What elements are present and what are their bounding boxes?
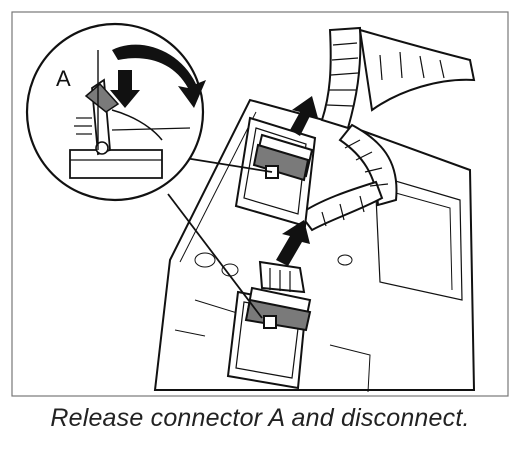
- callout-label-a: A: [56, 66, 71, 91]
- lower-release-tab: [244, 298, 312, 332]
- detail-circle: A: [25, 22, 206, 202]
- figure-caption: Release connector A and disconnect.: [50, 404, 470, 432]
- lower-connector: [226, 260, 312, 390]
- upper-release-tab: [252, 143, 310, 182]
- connector-diagram: A: [11, 11, 509, 397]
- rotate-arrow: [112, 44, 206, 108]
- upper-pull-arrow: [290, 96, 318, 136]
- press-down-arrow: [110, 70, 140, 108]
- wiring-harness: [298, 26, 476, 232]
- latch-a: [84, 82, 120, 113]
- upper-connector: [234, 116, 317, 228]
- detail-leader-lines: [167, 157, 273, 319]
- lower-pull-arrow: [276, 220, 310, 266]
